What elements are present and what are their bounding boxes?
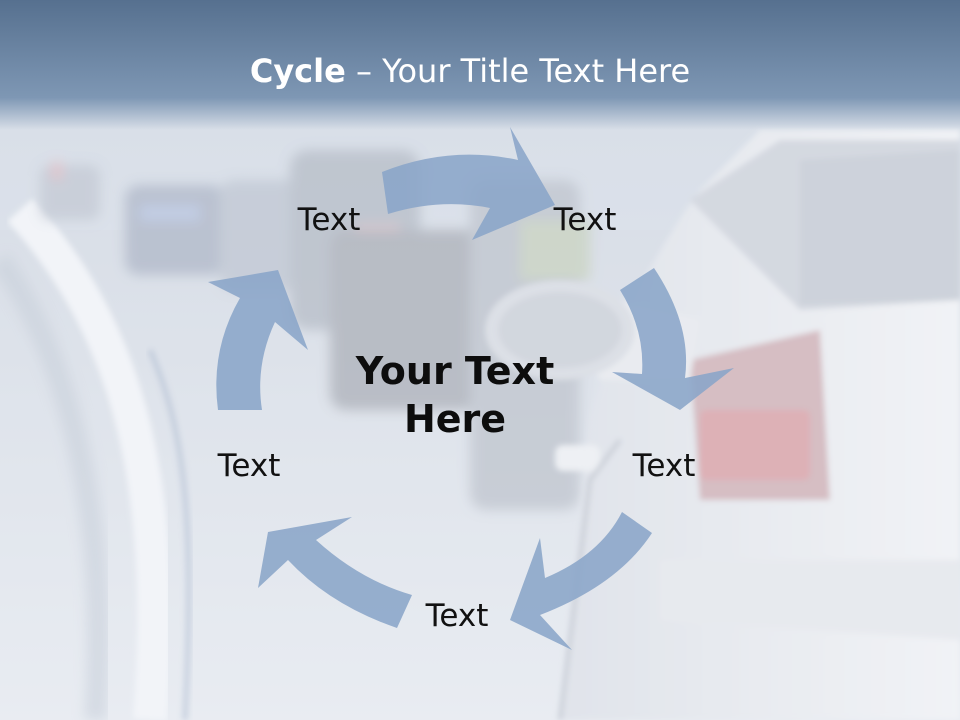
center-text-line2: Here	[403, 397, 507, 441]
title-bar	[0, 0, 960, 130]
center-text-line1: Your Text	[355, 349, 555, 393]
title-bold: Cycle	[249, 52, 346, 90]
cycle-arrow-3	[510, 512, 652, 650]
cycle-arrow-4	[258, 517, 412, 628]
cycle-arrow-1	[382, 127, 555, 240]
cycle-arrow-5	[208, 270, 308, 410]
cycle-arrow-2	[612, 268, 734, 410]
cycle-item-label[interactable]: Text	[632, 448, 696, 484]
title-rest: – Your Title Text Here	[345, 52, 691, 90]
cycle-item-label[interactable]: Text	[553, 202, 617, 238]
center-text[interactable]: Your Text Here	[325, 347, 585, 443]
slide-title[interactable]: Cycle – Your Title Text Here	[0, 52, 940, 90]
cycle-item-label[interactable]: Text	[297, 202, 361, 238]
cycle-item-label[interactable]: Text	[425, 598, 489, 634]
cycle-item-label[interactable]: Text	[217, 448, 281, 484]
